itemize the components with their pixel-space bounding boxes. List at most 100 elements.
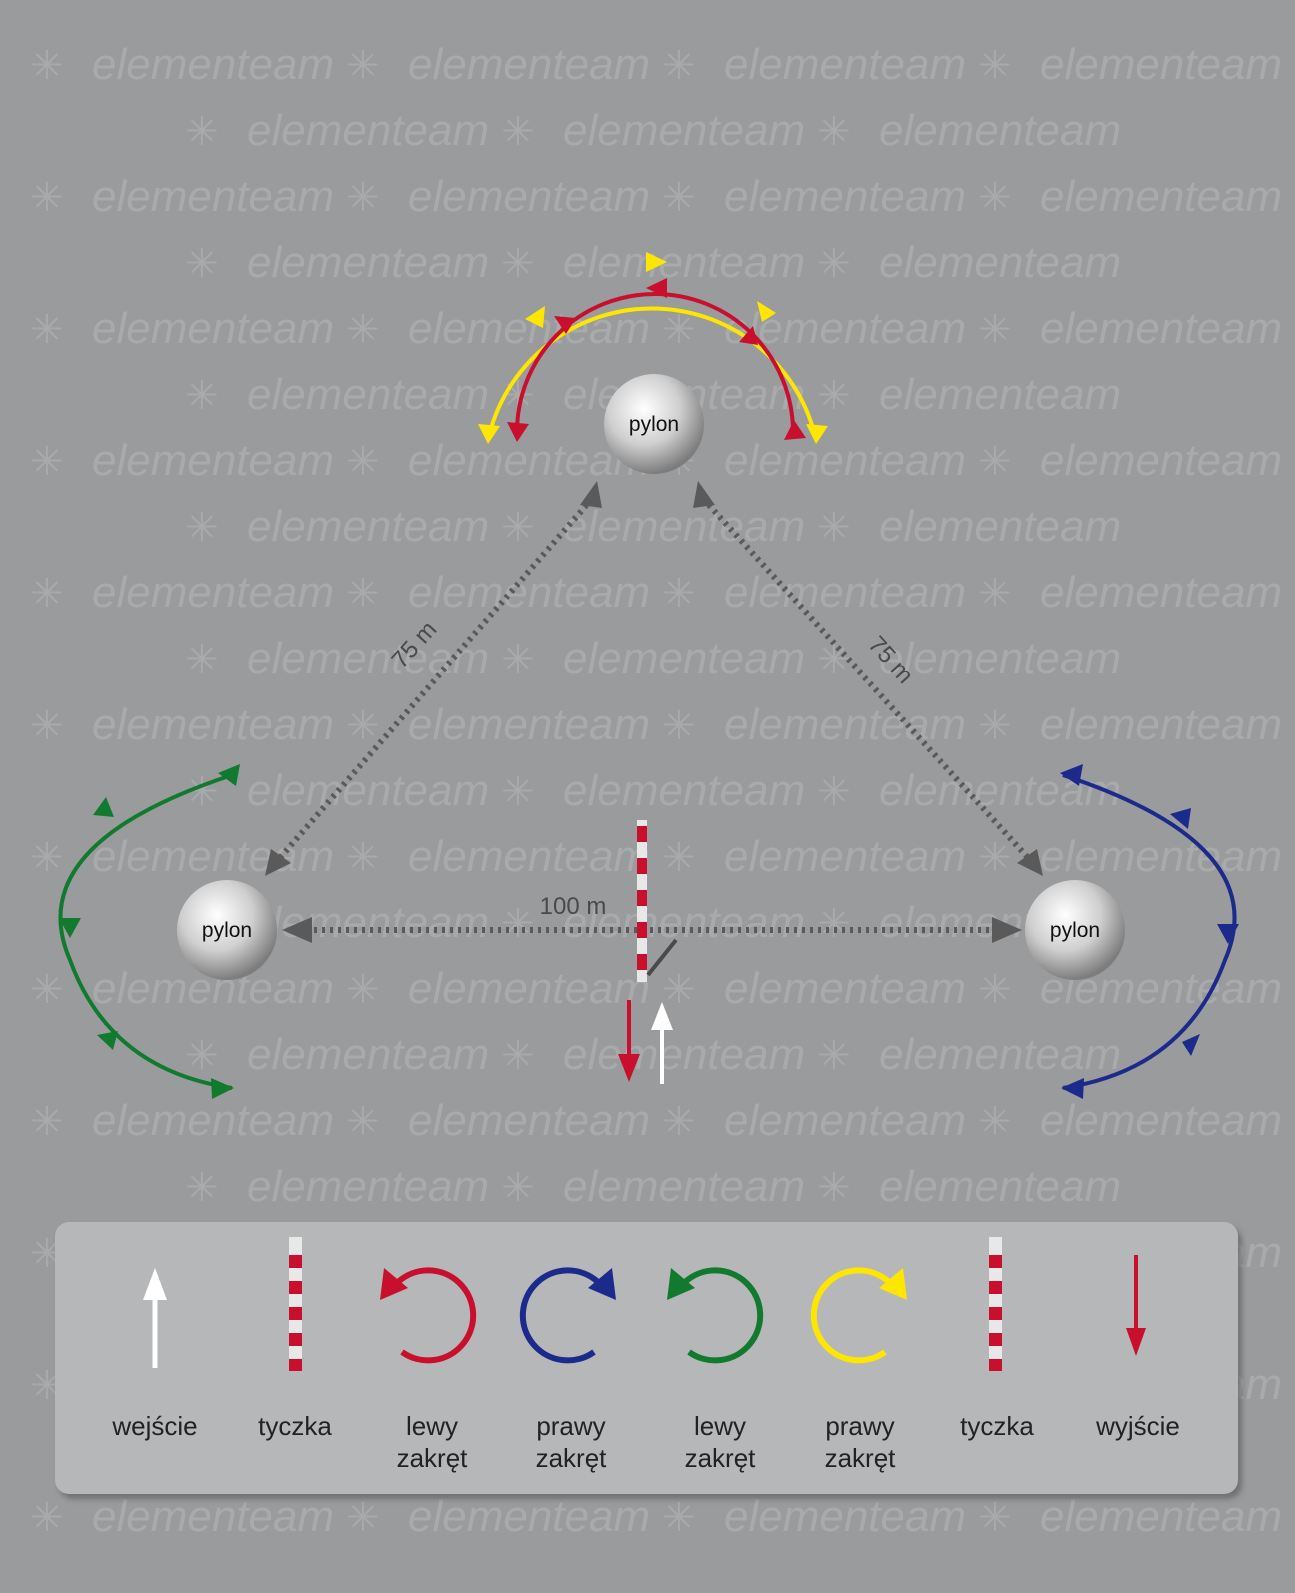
finish-slash xyxy=(646,938,678,977)
watermark-text: elementeam xyxy=(408,1492,650,1541)
pylon-right: pylon xyxy=(1025,880,1125,980)
watermark-text: elementeam xyxy=(1040,832,1282,881)
watermark-text: elementeam xyxy=(92,304,334,353)
watermark-logo-icon: ✳ xyxy=(978,307,1012,353)
blue-right-turn-icon xyxy=(519,1267,616,1364)
watermark-logo-icon: ✳ xyxy=(30,1495,64,1541)
pole-stripe xyxy=(989,1281,1002,1294)
dimension-lines xyxy=(265,481,1043,943)
legend-label-4-line2: zakręt xyxy=(536,1443,608,1473)
yellow-right-turn-icon xyxy=(810,1267,907,1364)
dim-arrowhead-top-left xyxy=(580,481,602,508)
watermark-text: elementeam xyxy=(879,1162,1121,1211)
watermark-logo-icon: ✳ xyxy=(501,241,535,287)
pylon-left-label: pylon xyxy=(202,919,252,942)
yellow-turn-arrowhead xyxy=(879,1268,907,1300)
green-arrowhead xyxy=(93,797,114,817)
watermark-text: elementeam xyxy=(408,700,650,749)
watermark-logo-icon: ✳ xyxy=(501,109,535,155)
legend-label-1-line1: wejście xyxy=(111,1411,197,1441)
watermark-text: elementeam xyxy=(879,238,1121,287)
legend-label-6-line2: zakręt xyxy=(825,1443,897,1473)
watermark-text: elementeam xyxy=(92,40,334,89)
blue-arrowhead xyxy=(1217,924,1239,944)
watermark-text: elementeam xyxy=(1040,568,1282,617)
white-arrowhead xyxy=(143,1268,167,1300)
green-left-turn-icon xyxy=(667,1267,764,1364)
red-arrowhead xyxy=(1126,1328,1146,1356)
watermark-logo-icon: ✳ xyxy=(30,175,64,221)
watermark-logo-icon: ✳ xyxy=(346,835,380,881)
watermark-logo-icon: ✳ xyxy=(185,373,219,419)
watermark-logo-icon: ✳ xyxy=(30,1099,64,1145)
watermark-logo-icon: ✳ xyxy=(662,1495,696,1541)
watermark-text: elementeam xyxy=(724,172,966,221)
watermark-text: elementeam xyxy=(724,964,966,1013)
watermark-logo-icon: ✳ xyxy=(501,505,535,551)
pylon-left-ball xyxy=(177,880,277,980)
watermark-logo-icon: ✳ xyxy=(346,43,380,89)
dim-arrowhead-right-pylon xyxy=(1017,849,1043,876)
blue-arrowhead xyxy=(1061,1078,1084,1099)
watermark-logo-icon: ✳ xyxy=(346,571,380,617)
legend-box xyxy=(55,1222,1238,1494)
green-arrowhead xyxy=(59,918,81,938)
pylon-top-ball xyxy=(604,374,704,474)
pole-stripe xyxy=(989,1333,1002,1346)
red-arrowhead xyxy=(784,420,806,440)
legend-label-7-line1: tyczka xyxy=(960,1411,1034,1441)
watermark-logo-icon: ✳ xyxy=(346,703,380,749)
center-pole xyxy=(637,820,678,982)
watermark-text: elementeam xyxy=(408,1096,650,1145)
legend-panel: wejście tyczka lewy zakręt prawy zakręt … xyxy=(55,1222,1238,1494)
watermark-text: elementeam xyxy=(247,370,489,419)
legend-label-3-line2: zakręt xyxy=(397,1443,469,1473)
distance-label-bottom: 100 m xyxy=(540,893,607,920)
legend-label-3-line1: lewy xyxy=(406,1411,458,1441)
blue-turn-arc xyxy=(519,1267,601,1364)
watermark-logo-icon: ✳ xyxy=(978,1099,1012,1145)
red-arrowhead xyxy=(507,422,529,442)
watermark-logo-icon: ✳ xyxy=(501,1165,535,1211)
right-turn-arc-blue xyxy=(1060,764,1239,1099)
watermark-logo-icon: ✳ xyxy=(662,835,696,881)
watermark-text: elementeam xyxy=(724,832,966,881)
watermark-logo-icon: ✳ xyxy=(30,835,64,881)
watermark-logo-icon: ✳ xyxy=(662,967,696,1013)
blue-arrowhead xyxy=(1182,1034,1200,1056)
watermark-text: elementeam xyxy=(563,766,805,815)
watermark-logo-icon: ✳ xyxy=(817,1033,851,1079)
watermark-logo-icon: ✳ xyxy=(346,307,380,353)
watermark-logo-icon: ✳ xyxy=(817,769,851,815)
watermark-text: elementeam xyxy=(724,700,966,749)
exit-arrowhead xyxy=(618,1054,640,1082)
watermark-logo-icon: ✳ xyxy=(978,175,1012,221)
legend-label-4-line1: prawy xyxy=(536,1411,605,1441)
top-turn-arcs xyxy=(478,252,828,444)
pole-stripe xyxy=(289,1359,302,1371)
watermark-logo-icon: ✳ xyxy=(817,637,851,683)
dim-arrowhead-top-right xyxy=(693,481,715,508)
watermark-text: elementeam xyxy=(92,568,334,617)
watermark-logo-icon: ✳ xyxy=(817,505,851,551)
green-arrowhead xyxy=(211,1078,234,1099)
red-white-pole-icon xyxy=(989,1237,1002,1371)
pylon-left: pylon xyxy=(177,880,277,980)
watermark-text: elementeam xyxy=(247,502,489,551)
watermark-text: elementeam xyxy=(879,502,1121,551)
pole-stripe xyxy=(989,1307,1002,1320)
red-arrowhead xyxy=(554,316,576,334)
watermark-logo-icon: ✳ xyxy=(501,637,535,683)
watermark-text: elementeam xyxy=(563,634,805,683)
pole-stripe xyxy=(637,890,647,906)
watermark-text: elementeam xyxy=(879,106,1121,155)
green-arrowhead xyxy=(218,764,240,786)
watermark-text: elementeam xyxy=(563,238,805,287)
legend-label-8-line1: wyjście xyxy=(1095,1411,1180,1441)
yellow-arrowhead xyxy=(806,424,828,444)
watermark-text: elementeam xyxy=(724,1492,966,1541)
watermark-text: elementeam xyxy=(247,1030,489,1079)
watermark-text: elementeam xyxy=(724,40,966,89)
watermark-text: elementeam xyxy=(247,766,489,815)
watermark-text: elementeam xyxy=(92,436,334,485)
